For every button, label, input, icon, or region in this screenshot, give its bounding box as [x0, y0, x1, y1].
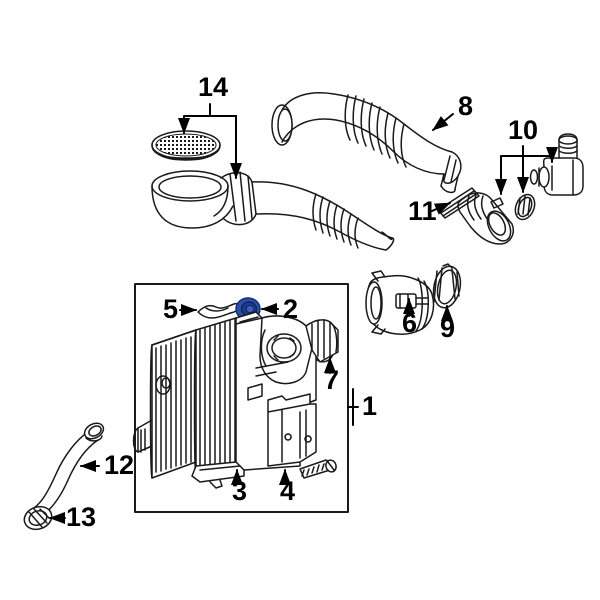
callout-label-9: 9 [440, 313, 456, 343]
callout-label-11: 11 [408, 196, 437, 226]
air-cleaner-box-assembly [132, 311, 339, 489]
part-10-seal-ring [514, 193, 536, 221]
callout-label-12: 12 [104, 450, 135, 480]
callout-label-5: 5 [163, 294, 179, 324]
leader-lines [49, 103, 558, 524]
callout-label-13: 13 [66, 502, 97, 532]
part-6-maf-housing [365, 270, 435, 335]
callout-label-6: 6 [402, 308, 418, 338]
part-8-upper-duct [271, 92, 462, 194]
part-9-hose-clamp [432, 263, 462, 309]
callout-label-8: 8 [458, 91, 474, 121]
part-14-inlet-screen [151, 130, 221, 161]
callout-label-14: 14 [198, 72, 229, 102]
part-14-lower-duct [151, 170, 395, 251]
part-13-hose-grommet [23, 505, 53, 531]
part-10-vent-valve [529, 133, 584, 196]
callout-label-7: 7 [324, 365, 340, 395]
callout-label-1: 1 [362, 391, 378, 421]
callout-label-4: 4 [280, 476, 296, 506]
callout-label-2: 2 [283, 294, 299, 324]
callout-label-10: 10 [508, 115, 539, 145]
callout-label-3: 3 [232, 476, 248, 506]
mounting-screw [299, 459, 337, 479]
